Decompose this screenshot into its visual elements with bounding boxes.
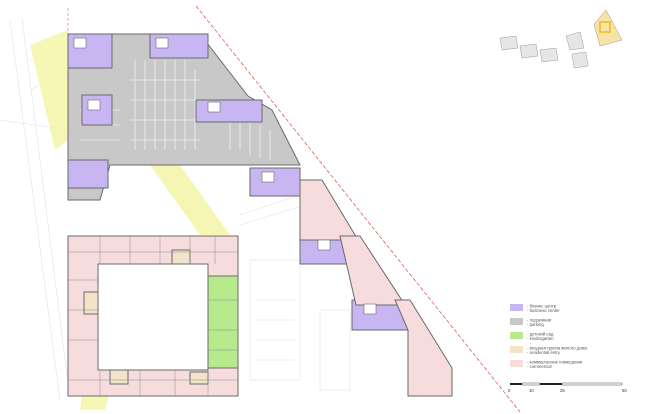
legend-swatch-residential xyxy=(510,346,523,353)
residential-partitions xyxy=(68,236,238,396)
locator-map xyxy=(499,9,623,69)
scale-tick-25: 25 xyxy=(560,388,565,393)
legend-kindergarten-en: - kindergarten xyxy=(527,336,554,341)
legend-residential-en: - residential entry xyxy=(527,350,561,355)
legend-swatch-kindergarten xyxy=(510,332,523,339)
parking-area xyxy=(67,33,301,201)
legend: - бизнес центр - business center - подзе… xyxy=(510,304,588,369)
scale-bar-seg-2 xyxy=(521,382,541,386)
locator-highlight xyxy=(599,21,611,33)
legend-parking-ru: - подземная xyxy=(527,318,552,323)
scale-tick-50: 50 xyxy=(622,388,627,393)
legend-swatch-parking xyxy=(510,318,523,325)
scale-tick-0: 0 xyxy=(508,388,511,393)
legend-commercial-en: - commercial xyxy=(527,364,552,369)
scale-bar-seg-1 xyxy=(510,383,522,385)
legend-swatch-business xyxy=(510,304,523,311)
legend-parking-en: - parking xyxy=(527,322,544,327)
commercial-wing xyxy=(299,179,453,397)
legend-business-en: - business center xyxy=(527,308,560,313)
residential-block xyxy=(67,235,239,397)
legend-residential-ru: - входная группа жилого дома xyxy=(527,346,588,351)
legend-commercial-ru: - коммерческие помещения xyxy=(527,360,583,365)
legend-business-ru: - бизнес центр xyxy=(527,304,557,309)
scale-bar-seg-3 xyxy=(540,383,562,385)
legend-kindergarten-ru: - детский сад xyxy=(527,332,554,337)
stair-cores xyxy=(73,37,377,315)
scale-tick-10: 10 xyxy=(529,388,534,393)
scale-bar: 0 10 25 50 xyxy=(508,382,627,393)
scale-bar-seg-4 xyxy=(561,382,623,386)
legend-swatch-commercial xyxy=(510,360,523,367)
red-boundary-line xyxy=(195,5,521,413)
